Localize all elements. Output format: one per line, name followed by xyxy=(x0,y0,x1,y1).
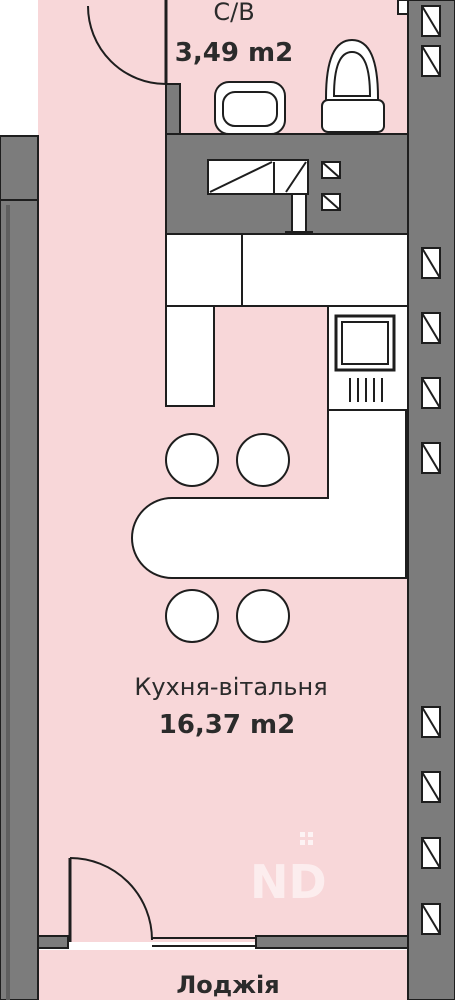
kitchen-living-area: 16,37 m2 xyxy=(159,710,295,740)
ventilation-shafts xyxy=(207,159,341,211)
loggia-wall-left xyxy=(37,935,69,949)
bathroom-area: 3,49 m2 xyxy=(175,38,293,68)
bar-counter xyxy=(131,409,407,579)
door-swing-icon xyxy=(69,857,153,941)
stool-icon xyxy=(236,589,290,643)
wall-fixture xyxy=(397,0,409,15)
loggia-wall-right xyxy=(255,935,409,949)
stool-icon xyxy=(165,433,219,487)
kitchen-upper-counter xyxy=(165,233,409,307)
watermark-letters: ND xyxy=(250,855,327,909)
window-icon xyxy=(421,771,441,803)
kitchen-living-name: Кухня-вітальня xyxy=(134,673,327,701)
stools xyxy=(165,433,290,643)
loggia-glazing xyxy=(152,937,256,947)
loggia-floor xyxy=(38,950,408,1000)
stove-icon xyxy=(334,314,396,402)
stool-icon xyxy=(165,589,219,643)
toilet-icon xyxy=(321,38,385,133)
window-icon xyxy=(421,312,441,344)
kitchen-left-cabinet xyxy=(165,305,215,407)
windows xyxy=(421,5,441,935)
loggia-name: Лоджія xyxy=(176,971,279,999)
window-icon xyxy=(421,45,441,77)
window-icon xyxy=(421,837,441,869)
bathtub-icon xyxy=(214,81,286,135)
door-swing-icon xyxy=(87,5,167,85)
left-wall-upper xyxy=(0,135,39,201)
left-wall xyxy=(0,199,39,1000)
window-icon xyxy=(421,903,441,935)
stool-icon xyxy=(236,433,290,487)
window-icon xyxy=(421,377,441,409)
bathroom-name: С/В xyxy=(213,0,254,26)
nd-watermark-logo: ND xyxy=(250,832,327,909)
bathroom-door[interactable] xyxy=(87,0,168,85)
window-icon xyxy=(421,5,441,37)
window-icon xyxy=(421,442,441,474)
window-icon xyxy=(421,247,441,279)
left-wall-inner-line xyxy=(6,205,10,1000)
loggia-door[interactable] xyxy=(68,857,153,942)
window-icon xyxy=(421,706,441,738)
right-wall xyxy=(407,0,455,1000)
